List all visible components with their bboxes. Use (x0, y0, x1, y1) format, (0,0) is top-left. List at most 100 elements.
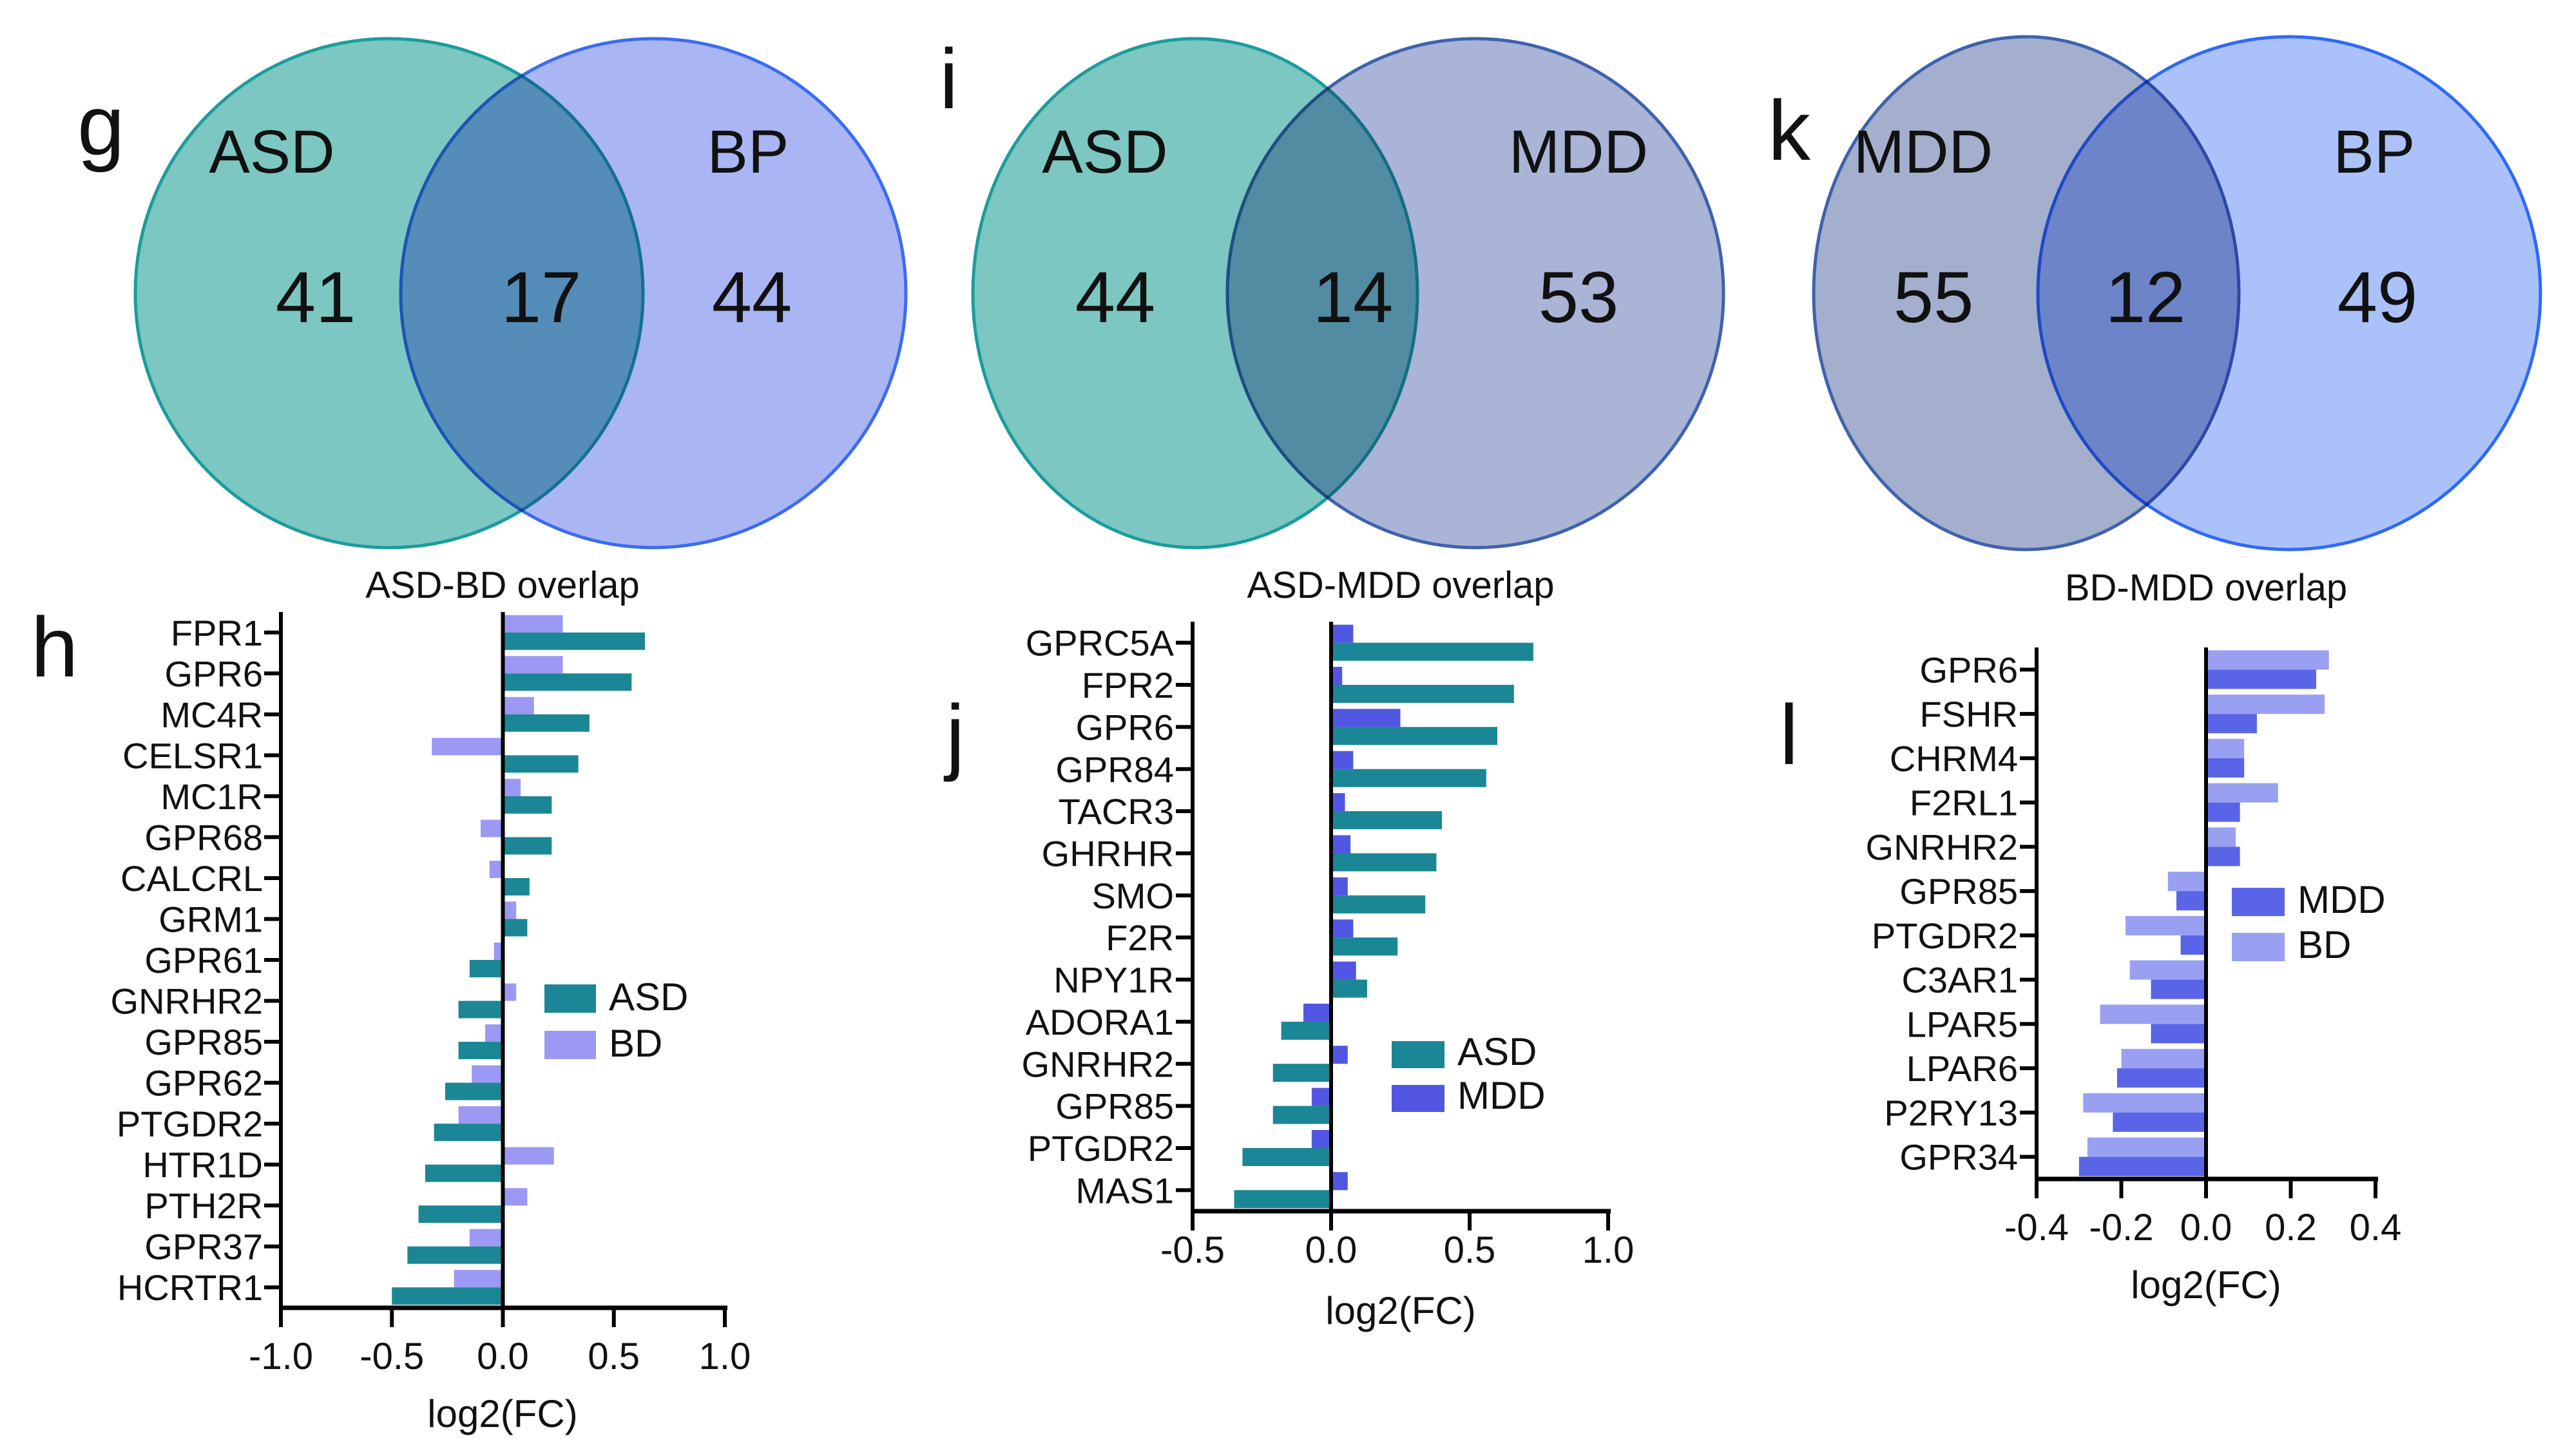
bar-mdd-ptgdr2 (2180, 935, 2206, 955)
gene-label: ADORA1 (1026, 1002, 1174, 1042)
chart-plot-area: FPR1GPR6MC4RCELSR1MC1RGPR68CALCRLGRM1GPR… (111, 612, 751, 1377)
bar-mdd-fpr2 (1331, 667, 1343, 685)
gene-label: GPRC5A (1026, 623, 1175, 664)
bar-asd-hcrtr1 (392, 1287, 503, 1305)
venn-circle-bp (399, 37, 908, 550)
chart-plot-area: GPRC5AFPR2GPR6GPR84TACR3GHRHRSMOF2RNPY1R… (1022, 622, 1635, 1271)
chart-title: ASD-BD overlap (365, 564, 639, 606)
venn-panel-asd-bp: g ASD BP 41 17 44 (77, 37, 908, 550)
gene-label: GHRHR (1042, 833, 1174, 874)
x-tick-label: 0.2 (2265, 1207, 2317, 1249)
bar-mdd-gpr85 (1311, 1087, 1331, 1106)
bar-bd-pth2r (503, 1188, 528, 1206)
gene-label: GPR68 (144, 817, 263, 857)
gene-label: F2R (1106, 917, 1174, 958)
x-tick-label: 0.0 (1305, 1229, 1358, 1271)
bar-asd-gpr68 (503, 837, 552, 855)
bar-bd-lpar6 (2121, 1049, 2206, 1069)
x-tick-label: -0.4 (2004, 1207, 2069, 1249)
gene-label: PTGDR2 (117, 1104, 263, 1144)
bar-bd-lpar5 (2100, 1004, 2206, 1024)
gene-label: GRM1 (158, 899, 263, 939)
venn-left-count: 55 (1894, 257, 1974, 338)
bar-bd-gpr85 (485, 1024, 503, 1042)
bar-asd-gpr85 (1272, 1106, 1331, 1124)
gene-label: FPR1 (171, 613, 263, 653)
bar-mdd-f2r (1331, 919, 1354, 938)
bar-bd-gpr6 (503, 656, 563, 674)
bar-mdd-ptgdr2 (1311, 1129, 1331, 1148)
panel-letter-k: k (1768, 83, 1811, 178)
venn-left-label: MDD (1854, 118, 1993, 186)
gene-label: CELSR1 (122, 735, 263, 776)
bar-mdd-lpar6 (2116, 1068, 2206, 1088)
bar-asd-grm1 (503, 919, 528, 937)
bar-mdd-gprc5a (1331, 624, 1354, 643)
bar-bd-fpr1 (503, 615, 563, 633)
x-tick-label: -1.0 (249, 1336, 313, 1377)
venn-left-count: 44 (1075, 257, 1156, 338)
bar-bd-fshr (2206, 694, 2325, 714)
bar-asd-celsr1 (503, 755, 579, 773)
bar-bd-hcrtr1 (454, 1270, 503, 1288)
bar-asd-adora1 (1281, 1021, 1331, 1040)
bar-bd-gpr34 (2087, 1137, 2206, 1157)
legend-label-bd: BD (609, 1022, 662, 1065)
venn-overlap-count: 14 (1313, 257, 1394, 338)
legend-swatch-asd (1392, 1041, 1444, 1068)
gene-label: GNRHR2 (1866, 827, 2018, 867)
chart-plot-area: GPR6FSHRCHRM4F2RL1GNRHR2GPR85PTGDR2C3AR1… (1866, 647, 2402, 1249)
x-tick-label: -0.2 (2089, 1207, 2154, 1249)
legend-label-mdd: MDD (2298, 878, 2386, 921)
gene-label: C3AR1 (1901, 960, 2018, 1001)
bar-asd-gprc5a (1331, 642, 1533, 661)
bar-mdd-lpar5 (2151, 1024, 2206, 1044)
chart-title: ASD-MDD overlap (1247, 564, 1555, 606)
gene-label: PTGDR2 (1872, 915, 2018, 956)
gene-label: NPY1R (1053, 960, 1174, 1001)
bar-mdd-gnrhr2 (1331, 1046, 1348, 1064)
gene-label: TACR3 (1059, 791, 1174, 832)
bar-asd-gpr62 (445, 1082, 503, 1100)
bar-bd-gnrhr2 (503, 983, 517, 1001)
panel-letter-l: l (1780, 687, 1798, 782)
bar-asd-npy1r (1331, 979, 1367, 998)
bar-bd-f2rl1 (2206, 783, 2278, 803)
bar-asd-gnrhr2 (1272, 1064, 1331, 1082)
legend-label-bd: BD (2298, 923, 2351, 966)
gene-label: GPR85 (1899, 871, 2018, 912)
x-axis-label: log2(FC) (1325, 1289, 1475, 1332)
gene-label: FSHR (1920, 694, 2018, 734)
bar-asd-mc1r (503, 796, 552, 814)
gene-label: MAS1 (1076, 1170, 1175, 1211)
bar-mdd-gpr84 (1331, 751, 1354, 769)
bar-mdd-c3ar1 (2151, 979, 2206, 999)
bar-chart-bd-mdd: GPR6FSHRCHRM4F2RL1GNRHR2GPR85PTGDR2C3AR1… (1780, 567, 2401, 1307)
x-tick-label: 0.4 (2350, 1207, 2402, 1249)
gene-label: GPR84 (1055, 749, 1174, 790)
gene-label: MC4R (160, 694, 263, 735)
x-tick-label: 1.0 (1582, 1229, 1635, 1271)
bar-asd-f2r (1331, 937, 1398, 956)
bar-asd-ghrhr (1331, 853, 1437, 872)
bar-chart-asd-bd: FPR1GPR6MC4RCELSR1MC1RGPR68CALCRLGRM1GPR… (31, 564, 751, 1435)
bar-mdd-ghrhr (1331, 835, 1351, 854)
bar-asd-tacr3 (1331, 811, 1442, 830)
gene-label: GNRHR2 (1022, 1044, 1174, 1084)
x-tick-label: 1.0 (699, 1336, 751, 1377)
x-tick-label: 0.5 (1444, 1229, 1496, 1271)
bar-bd-ptgdr2 (2126, 915, 2206, 935)
gene-label: P2RY13 (1884, 1093, 2018, 1133)
venn-left-count: 41 (276, 257, 356, 338)
bar-asd-fpr1 (503, 632, 645, 650)
bar-asd-ptgdr2 (1242, 1147, 1331, 1166)
bar-bd-gnrhr2 (2206, 827, 2236, 847)
bar-bd-p2ry13 (2083, 1093, 2206, 1113)
bar-bd-grm1 (503, 901, 517, 919)
gene-label: PTGDR2 (1028, 1128, 1174, 1169)
gene-label: GPR85 (1055, 1086, 1174, 1127)
gene-label: GPR6 (1920, 649, 2019, 690)
x-axis-label: log2(FC) (2131, 1263, 2281, 1307)
bar-bd-gpr68 (481, 819, 503, 838)
